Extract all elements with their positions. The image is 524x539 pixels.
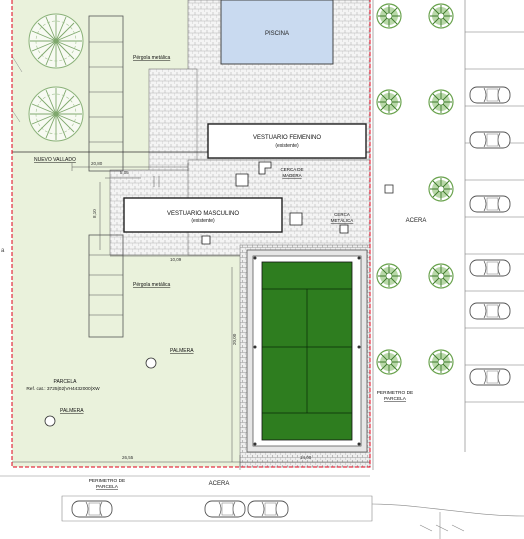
- ref-catastral: Ref. cat.: 3725|02|VH4432000|XW: [26, 386, 100, 392]
- street-tree-icon: [428, 263, 454, 289]
- acera-bottom-label: ACERA: [209, 481, 230, 487]
- vestuario-masculino: VESTUARIO MASCULINO (existente): [123, 197, 283, 233]
- dim-5-05: 5,05: [120, 170, 129, 175]
- dim-8-10: 8,10: [92, 209, 97, 218]
- dim-10-09: 10,09: [170, 257, 182, 262]
- palmera-1-label: PALMERA: [170, 348, 194, 354]
- palmera-2-label: PALMERA: [60, 408, 84, 414]
- pergola-top-label: Pérgola metálica: [133, 55, 170, 61]
- car-icon: [204, 500, 246, 518]
- perimetro-bottom-1: PERIMETRO DE: [89, 478, 126, 484]
- vestuario-masculino-label: VESTUARIO MASCULINO: [167, 211, 239, 217]
- street-tree-icon: [376, 3, 402, 29]
- street-tree-icon: [428, 89, 454, 115]
- car-icon: [469, 195, 511, 213]
- car-icon: [469, 368, 511, 386]
- pergola-bottom-label: Pérgola metálica: [133, 282, 170, 288]
- palm-tree-icon: [145, 357, 157, 369]
- pool: PISCINA: [220, 0, 334, 65]
- street-tree-icon: [376, 263, 402, 289]
- dimension-lines: [12, 163, 370, 470]
- vestuario-masculino-sub: (existente): [191, 218, 215, 224]
- car-icon: [469, 86, 511, 104]
- street-tree-icon: [428, 176, 454, 202]
- cerca-madera-label-1: CERCA DE: [280, 167, 303, 172]
- vestuario-femenino-sub: (existente): [275, 143, 299, 149]
- street-tree-icon: [428, 3, 454, 29]
- fence-symbols: [201, 161, 349, 245]
- dim-14-00: 14,00: [300, 455, 312, 460]
- dim-26-55: 26,55: [122, 455, 134, 460]
- dim-20-80: 20,80: [91, 161, 103, 166]
- street-tree-icon: [376, 89, 402, 115]
- perimetro-right-2: PARCELA: [384, 396, 407, 402]
- left-edge-text: a: [1, 248, 5, 254]
- dim-20-00: 20,00: [232, 333, 237, 345]
- cerca-madera-label-2: MADERA: [282, 173, 301, 178]
- sidewalk-marker: [384, 184, 394, 194]
- new-fence-label: NUEVO VALLADO: [34, 157, 76, 163]
- car-icon: [71, 500, 113, 518]
- cerca-metalica-label-1: CERCA: [334, 212, 350, 217]
- car-icon: [469, 302, 511, 320]
- parcela-label: PARCELA: [54, 379, 78, 385]
- perimetro-right-1: PERIMETRO DE: [377, 390, 414, 396]
- tree-icon: [28, 86, 84, 142]
- palm-tree-icon: [44, 415, 56, 427]
- pool-label: PISCINA: [265, 31, 289, 37]
- cerca-metalica-label-2: METÁLICA: [331, 217, 354, 223]
- left-edge-marks: [11, 55, 23, 123]
- tree-icon: [28, 13, 84, 69]
- car-icon: [247, 500, 289, 518]
- street-tree-icon: [428, 349, 454, 375]
- bottom-street: [0, 475, 524, 539]
- pergola-bottom: [88, 234, 124, 338]
- sports-court: [246, 249, 368, 453]
- perimetro-bottom-2: PARCELA: [96, 484, 119, 490]
- pergola-top: [88, 15, 124, 172]
- street-tree-icon: [376, 349, 402, 375]
- acera-right-label: ACERA: [406, 218, 427, 224]
- car-icon: [469, 131, 511, 149]
- vestuario-femenino-label: VESTUARIO FEMENINO: [253, 135, 321, 141]
- vestuario-femenino: VESTUARIO FEMENINO (existente): [207, 123, 367, 159]
- parcel-perimeter: [11, 0, 371, 468]
- car-icon: [469, 259, 511, 277]
